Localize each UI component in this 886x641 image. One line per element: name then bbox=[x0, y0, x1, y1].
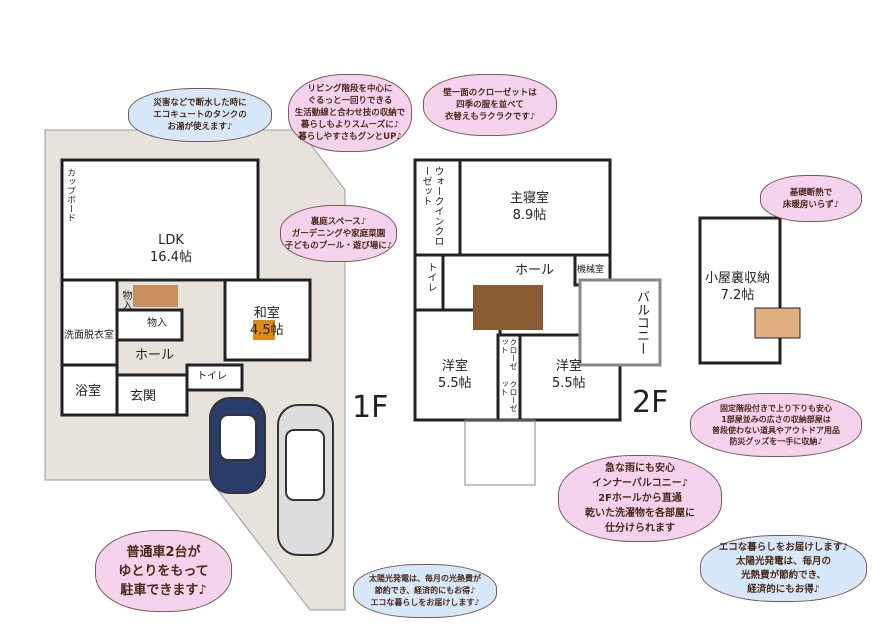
room-hall-2f: ホール bbox=[515, 263, 555, 278]
room-washitsu: 和室 4.5帖 bbox=[250, 305, 284, 339]
room-washitsu-size: 4.5帖 bbox=[250, 323, 284, 338]
callout-line: 生活動線と合わせ技の収納で bbox=[294, 108, 406, 118]
room-western1: 洋室 5.5帖 bbox=[438, 358, 472, 392]
stairs-1f bbox=[133, 285, 178, 307]
callout-line: 駐車できます♪ bbox=[120, 582, 207, 598]
callout-line: 子どものプール・遊び場に♪ bbox=[284, 240, 393, 251]
room-ldk: LDK 16.4帖 bbox=[150, 232, 192, 266]
room-master: 主寝室 8.9帖 bbox=[510, 190, 549, 224]
callout-line: 普通車2台が bbox=[126, 544, 201, 560]
callout-line: リビング階段を中心に bbox=[307, 84, 393, 94]
callout-line: 暮らしもよりスムーズに♪ bbox=[300, 120, 400, 130]
room-balcony: バルコニー bbox=[634, 290, 649, 355]
room-bath: 浴室 bbox=[75, 384, 102, 399]
entrance-wall bbox=[115, 373, 189, 417]
callout-parking: 普通車2台がゆとりをもって駐車できます♪ bbox=[95, 530, 232, 612]
room-ldk-label: LDK bbox=[158, 233, 184, 248]
room-storage-1f-b: 物入 bbox=[120, 290, 131, 310]
callout-line: 衣替えもラクラクです♪ bbox=[444, 112, 536, 122]
callout-water: 災害などで断水した時にエコキュートのタンクのお湯が使えます♪ bbox=[128, 88, 272, 142]
callout-line: 仕分けられます bbox=[605, 523, 675, 534]
room-storage-1f: 物入 bbox=[147, 318, 167, 329]
toilet2-wall bbox=[413, 253, 445, 312]
room-machine: 機械室 bbox=[577, 265, 605, 275]
callout-attic: 固定階段付きで上り下りも安心 1部屋並みの広さの収納部屋は普段使わない道具やアウト… bbox=[690, 393, 862, 457]
room-attic-size: 7.2帖 bbox=[720, 288, 755, 303]
car-1-roof bbox=[219, 414, 257, 461]
callout-line: 普段使わない道具やアウトドア用品 bbox=[712, 426, 840, 435]
stairs-2f bbox=[473, 285, 543, 330]
room-attic: 小屋裏収納 7.2帖 bbox=[705, 270, 770, 304]
callout-line: お湯が使えます♪ bbox=[167, 122, 233, 132]
room-attic-label: 小屋裏収納 bbox=[705, 271, 771, 286]
callout-line: 経済的にもお得♪ bbox=[747, 583, 820, 595]
room-western1-label: 洋室 bbox=[441, 359, 468, 374]
callout-line: エコキュートのタンクの bbox=[153, 110, 247, 120]
callout-backyard: 裏庭スペース♪ガーデニングや家庭菜園子どものプール・遊び場に♪ bbox=[280, 205, 397, 262]
balcony-wall bbox=[578, 278, 662, 367]
master-wall bbox=[458, 158, 612, 257]
callout-line: 防災グッズを一手に収納♪ bbox=[729, 437, 823, 446]
callout-line: エコな暮らしをお届けします♪ bbox=[718, 541, 849, 553]
callout-closet: 壁一面のクローゼットは四季の服を並べて衣替えもラクラクです♪ bbox=[423, 74, 557, 136]
tatami-accent bbox=[253, 320, 275, 340]
callout-line: 1部屋並みの広さの収納部屋は bbox=[721, 415, 831, 424]
room-master-label: 主寝室 bbox=[510, 191, 550, 206]
floor-label-2f: 2F bbox=[632, 385, 669, 420]
room-western2-size: 5.5帖 bbox=[552, 376, 586, 391]
porch bbox=[464, 419, 536, 486]
floor-label-1f: 1F bbox=[352, 390, 389, 425]
callout-solar-2: エコな暮らしをお届けします♪ 太陽光発電は、毎月の光熱費が節約でき、経済的にもお得… bbox=[700, 535, 867, 602]
toilet1-wall bbox=[185, 363, 244, 392]
callout-line: ゆとりをもって bbox=[118, 563, 209, 579]
callout-line: 光熱費が節約でき、 bbox=[741, 569, 826, 581]
room-closet1: クローゼット bbox=[500, 338, 518, 370]
room-western2-label: 洋室 bbox=[555, 359, 582, 374]
callout-line: 節約でき、経済的にもお得♪ bbox=[374, 586, 476, 595]
callout-line: 災害などで断水した時に bbox=[153, 98, 247, 108]
callout-line: 暮らしやすさもグンとUP♪ bbox=[298, 132, 402, 142]
washroom-wall bbox=[60, 278, 119, 367]
room-master-size: 8.9帖 bbox=[512, 208, 547, 223]
callout-line: 乾いた洗濯物を各部屋に bbox=[585, 508, 695, 519]
attic-stairs bbox=[754, 307, 801, 339]
callout-line: 床暖房いらず♪ bbox=[782, 199, 840, 210]
callout-line: ガーデニングや家庭菜園 bbox=[291, 228, 386, 239]
callout-insulation: 基礎断熱で床暖房いらず♪ bbox=[760, 175, 862, 222]
wic-wall bbox=[413, 158, 462, 257]
callout-solar-1: 太陽光発電は、毎月の光熱費が節約でき、経済的にもお得♪ エコな暮らしをお届けします… bbox=[353, 564, 497, 618]
room-toilet-2f: トイレ bbox=[425, 262, 436, 292]
room-western1-size: 5.5帖 bbox=[438, 376, 472, 391]
car-2-roof bbox=[285, 429, 325, 501]
callout-balcony: 急な雨にも安心インナーバルコニー♪ 2Fホールから直通乾いた洗濯物を各部屋に仕分け… bbox=[558, 455, 722, 542]
callout-line: 四季の服を並べて bbox=[456, 100, 524, 110]
callout-line: インナーバルコニー♪ bbox=[591, 478, 689, 489]
callout-line: 壁一面のクローゼットは bbox=[443, 88, 537, 98]
callout-line: 2Fホールから直通 bbox=[598, 493, 682, 504]
callout-line: 太陽光発電は、毎月の bbox=[735, 555, 831, 567]
room-wic: ウォークインクローゼット bbox=[420, 166, 443, 246]
room-washroom: 洗面脱衣室 bbox=[64, 330, 114, 341]
callout-stairs: リビング階段を中心にぐるっと一回りできる生活動線と合わせ技の収納で暮らしもよりス… bbox=[288, 74, 412, 152]
storage-wall bbox=[115, 308, 184, 342]
attic-wall bbox=[698, 216, 782, 365]
room-entrance: 玄関 bbox=[130, 389, 157, 404]
callout-line: 太陽光発電は、毎月の光熱費が bbox=[369, 574, 481, 583]
room-washitsu-label: 和室 bbox=[253, 306, 280, 321]
callout-line: 裏庭スペース♪ bbox=[310, 216, 367, 227]
callout-line: 急な雨にも安心 bbox=[605, 463, 675, 474]
room-toilet-1f: トイレ bbox=[197, 371, 227, 382]
room-closet2: クローゼット bbox=[500, 380, 518, 412]
callout-line: ぐるっと一回りできる bbox=[307, 96, 393, 106]
room-hall-1f: ホール bbox=[135, 348, 175, 363]
callout-line: エコな暮らしをお届けします♪ bbox=[370, 598, 480, 607]
room-ldk-size: 16.4帖 bbox=[150, 250, 192, 265]
room-cupboard: カップボード bbox=[65, 168, 75, 222]
callout-line: 固定階段付きで上り下りも安心 bbox=[720, 404, 832, 413]
callout-line: 基礎断熱で bbox=[789, 187, 833, 198]
ldk-wall bbox=[60, 158, 260, 282]
room-western2: 洋室 5.5帖 bbox=[552, 358, 586, 392]
